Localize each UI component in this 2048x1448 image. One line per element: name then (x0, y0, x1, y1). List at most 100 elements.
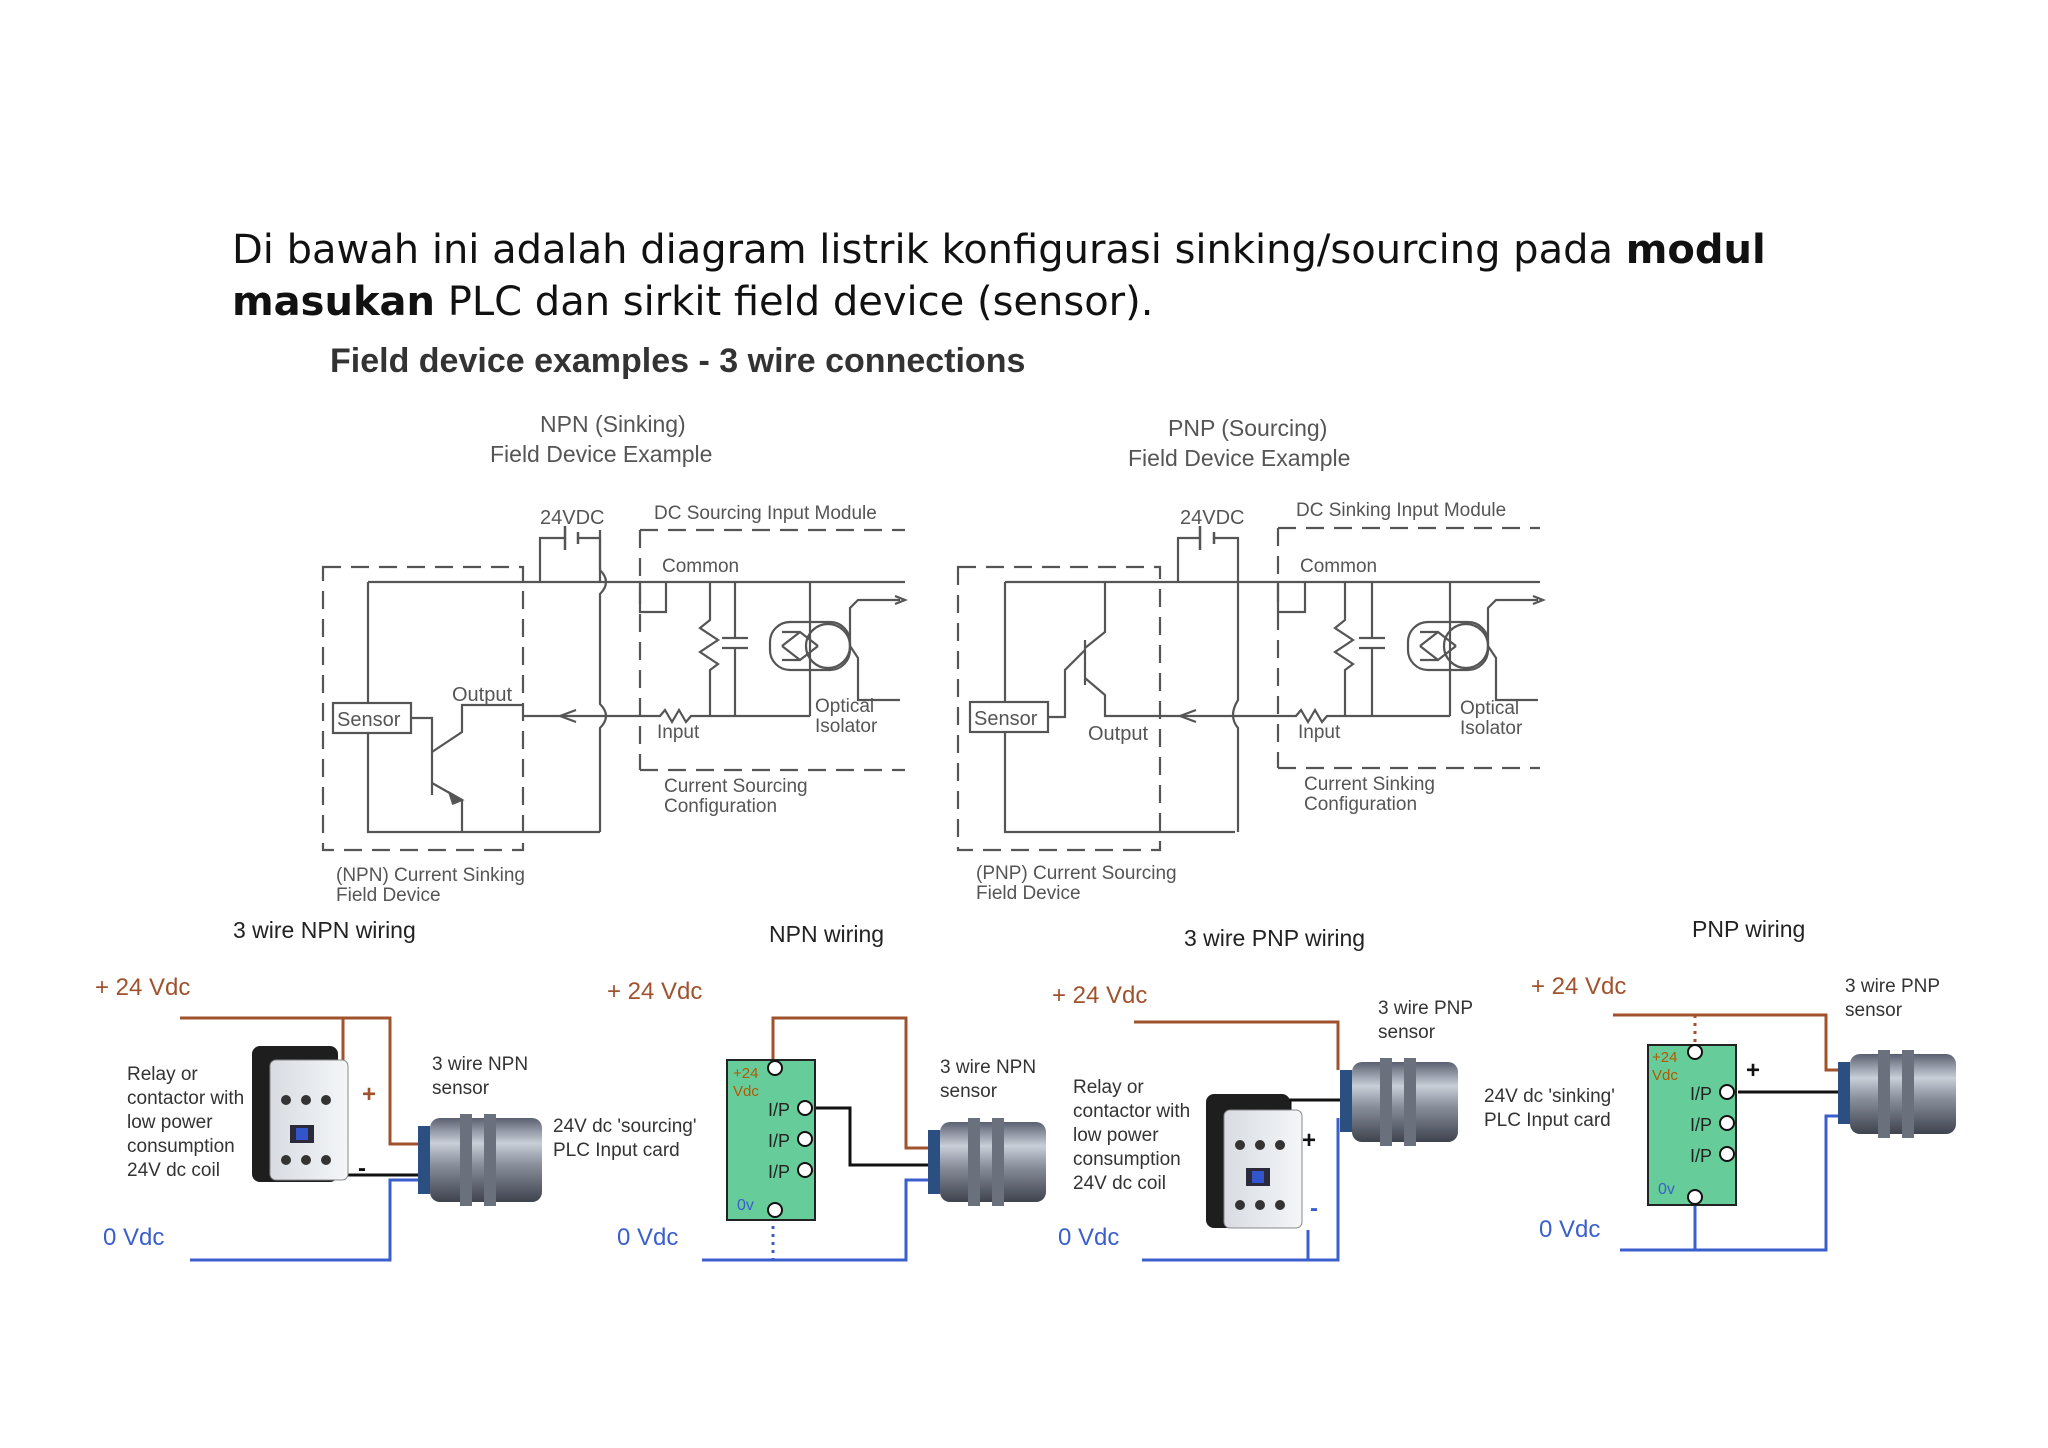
p2-ov: 0v (737, 1197, 754, 1214)
p3-minus: - (1310, 1195, 1318, 1222)
pnp-config-label-1: Current Sinking (1304, 774, 1435, 795)
pnp-supply-label: 24VDC (1180, 507, 1244, 529)
npn-optical-label-2: Isolator (815, 716, 878, 737)
p2-terminals (767, 1060, 813, 1218)
p3-relay-line-4: consumption (1073, 1149, 1181, 1170)
p4-sensor-line-2: sensor (1845, 1000, 1903, 1021)
p4-title: PNP wiring (1692, 916, 1805, 942)
p1-blue-wire (190, 1178, 420, 1262)
intro-bold1: modul (1625, 227, 1766, 273)
p1-brown-wire (180, 1016, 420, 1146)
p2-vplus-label: + 24 Vdc (607, 978, 702, 1005)
npn-schematic-labels: NPN (Sinking) Field Device Example 24VDC… (336, 411, 878, 906)
p1-relay-line-4: consumption (127, 1136, 235, 1157)
p1-relay-line-2: contactor with (127, 1088, 244, 1109)
pnp-sensor-box (968, 700, 1050, 734)
p3-relay-line-2: contactor with (1073, 1101, 1190, 1122)
p2-title: NPN wiring (769, 921, 884, 947)
p1-sensor-line-1: 3 wire NPN (432, 1054, 528, 1075)
pnp-module-label: DC Sinking Input Module (1296, 500, 1506, 521)
pnp-title-2: Field Device Example (1128, 445, 1350, 471)
p2-black-wire (805, 1106, 930, 1167)
p4-top-1: +24 (1652, 1049, 1677, 1066)
pnp-output-label: Output (1088, 723, 1148, 745)
p2-blue-wire (702, 1178, 930, 1262)
p4-sensor-line-1: 3 wire PNP (1845, 976, 1940, 997)
panel-pnp-relay: 3 wire PNP wiring + 24 Vdc 0 Vdc Relay o… (1052, 925, 1473, 1262)
p4-card-line-2: PLC Input card (1484, 1110, 1611, 1131)
panel-pnp-plc: PNP wiring + 24 Vdc 0 Vdc +24 Vdc I/P I/… (1484, 916, 1956, 1252)
p4-vzero-label: 0 Vdc (1539, 1216, 1600, 1243)
p3-plus: + (1302, 1127, 1316, 1154)
p3-sensor-line-2: sensor (1378, 1022, 1436, 1043)
npn-output-label: Output (452, 684, 512, 706)
p2-card-line-1: 24V dc 'sourcing' (553, 1116, 697, 1137)
schematic-title: Field device examples - 3 wire connectio… (330, 342, 1025, 380)
p4-card-line-1: 24V dc 'sinking' (1484, 1086, 1615, 1107)
npn-module-label: DC Sourcing Input Module (654, 503, 877, 524)
p4-ip-2: I/P (1690, 1115, 1712, 1135)
pnp-optical-label-2: Isolator (1460, 718, 1523, 739)
pnp-device-label-2: Field Device (976, 883, 1081, 904)
p2-vzero-label: 0 Vdc (617, 1224, 678, 1251)
p3-relay-line-3: low power (1073, 1125, 1159, 1146)
p4-ip-1: I/P (1690, 1084, 1712, 1104)
pnp-config-label-2: Configuration (1304, 794, 1417, 815)
p4-sensor (1838, 1050, 1956, 1138)
p4-vplus-label: + 24 Vdc (1531, 973, 1626, 1000)
p2-sensor-line-2: sensor (940, 1081, 998, 1102)
npn-sensor-label: Sensor (337, 709, 401, 731)
p2-ip-3: I/P (768, 1162, 790, 1182)
npn-common-label: Common (662, 556, 739, 577)
npn-device-label-1: (NPN) Current Sinking (336, 865, 525, 886)
p1-title: 3 wire NPN wiring (233, 917, 416, 943)
intro-part1: Di bawah ini adalah diagram listrik konf… (232, 227, 1626, 273)
p1-relay-line-5: 24V dc coil (127, 1160, 220, 1181)
panel-npn-relay: 3 wire NPN wiring + 24 Vdc 0 Vdc Relay o… (95, 917, 542, 1262)
p3-sensor-line-1: 3 wire PNP (1378, 998, 1473, 1019)
p2-ip-1: I/P (768, 1100, 790, 1120)
intro-part2: PLC dan sirkit field device (sensor). (435, 279, 1154, 325)
pnp-input-label: Input (1298, 722, 1341, 743)
p3-relay (1206, 1094, 1303, 1229)
npn-supply-label: 24VDC (540, 507, 604, 529)
p4-ip-3: I/P (1690, 1146, 1712, 1166)
npn-field-device-box (321, 565, 525, 852)
p1-relay-label: Relay or contactor with low power consum… (127, 1064, 244, 1181)
npn-optical-label-1: Optical (815, 696, 874, 717)
pnp-module-box (1276, 526, 1540, 770)
p1-relay-line-3: low power (127, 1112, 213, 1133)
p1-plus: + (362, 1081, 376, 1108)
p2-sensor (928, 1118, 1046, 1206)
p4-plus: + (1746, 1057, 1760, 1084)
pnp-device-label-1: (PNP) Current Sourcing (976, 863, 1177, 884)
p1-sensor (418, 1114, 542, 1206)
pnp-field-device-box (956, 565, 1162, 852)
pnp-schematic-labels: PNP (Sourcing) Field Device Example 24VD… (974, 415, 1523, 904)
pnp-title-1: PNP (Sourcing) (1168, 415, 1327, 441)
p2-top-1: +24 (733, 1065, 758, 1082)
p1-sensor-line-2: sensor (432, 1078, 490, 1099)
p3-relay-line-5: 24V dc coil (1073, 1173, 1166, 1194)
p1-minus: - (358, 1155, 366, 1182)
p1-vplus-label: + 24 Vdc (95, 974, 190, 1001)
pnp-optical-label-1: Optical (1460, 698, 1519, 719)
p3-vzero-label: 0 Vdc (1058, 1224, 1119, 1251)
p2-top-2: Vdc (733, 1083, 759, 1100)
pnp-common-label: Common (1300, 556, 1377, 577)
p1-relay-line-1: Relay or (127, 1064, 198, 1085)
p2-sensor-line-1: 3 wire NPN (940, 1057, 1036, 1078)
npn-title-1: NPN (Sinking) (540, 411, 686, 437)
p3-sensor (1340, 1058, 1458, 1146)
npn-title-2: Field Device Example (490, 441, 712, 467)
npn-config-label-1: Current Sourcing (664, 776, 808, 797)
p4-ov: 0v (1658, 1181, 1675, 1198)
p3-vplus-label: + 24 Vdc (1052, 982, 1147, 1009)
p2-card-line-2: PLC Input card (553, 1140, 680, 1161)
p4-terminals (1687, 1044, 1735, 1205)
p2-brown-wire (771, 1016, 930, 1150)
p3-relay-line-1: Relay or (1073, 1077, 1144, 1098)
npn-module-box (638, 528, 905, 772)
